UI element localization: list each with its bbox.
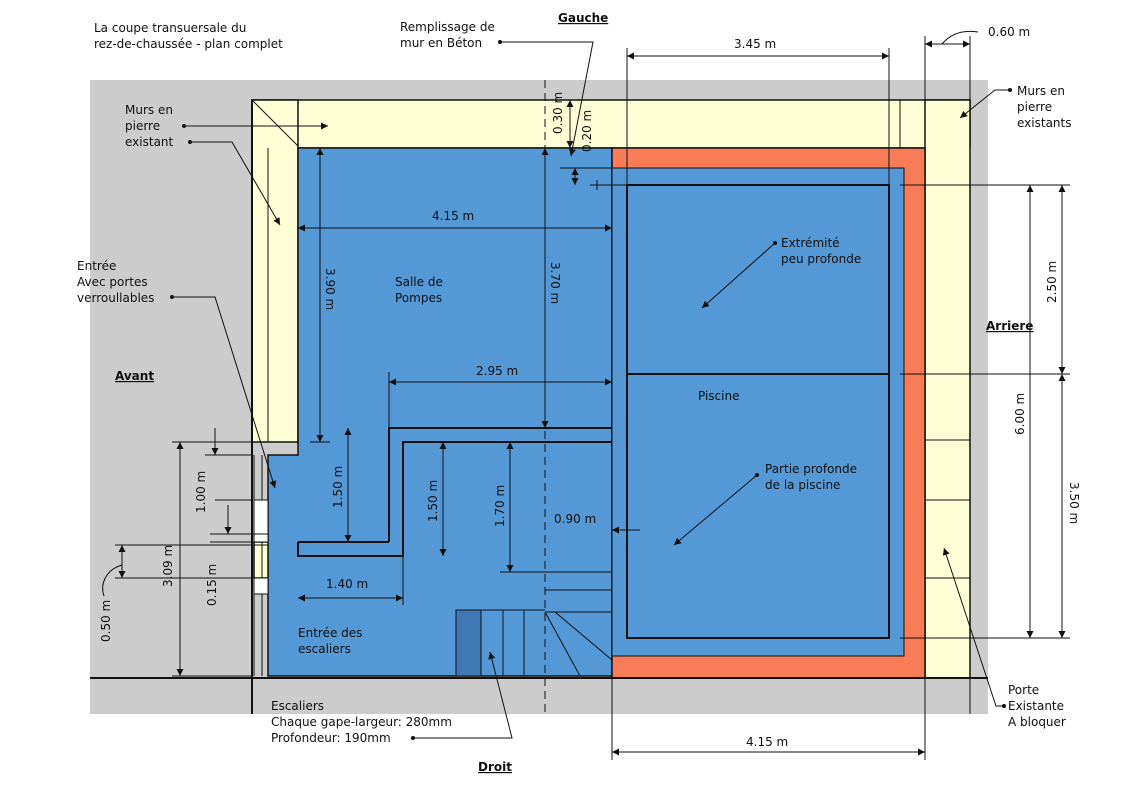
dim-inner-width: 2.95 m xyxy=(476,364,518,378)
dim-right-350: 3.50 m xyxy=(1067,482,1081,524)
door-frame xyxy=(253,499,269,543)
stair-treads xyxy=(456,589,613,677)
dim-top-width: 3.45 m xyxy=(734,37,776,51)
label-concrete-fill: Remplissage de mur en Béton xyxy=(400,20,499,50)
label-pool: Piscine xyxy=(698,389,739,403)
direction-back: Arriere xyxy=(986,319,1033,333)
title-line-2: rez-de-chaussée - plan complet xyxy=(94,37,283,51)
label-pump-room: Salle de Pompes xyxy=(395,275,447,305)
dimension-lines xyxy=(102,30,1070,760)
direction-right: Droit xyxy=(478,760,512,774)
pool-basin xyxy=(626,184,890,639)
label-stairs: Escaliers xyxy=(271,699,324,713)
label-shallow-end: Extrémité peu profonde xyxy=(781,236,861,266)
dim-wall-030: 0.30 m xyxy=(551,92,565,134)
label-stair-entry: Entrée des escaliers xyxy=(298,626,366,656)
dim-height-309: 3.09 m xyxy=(161,545,175,587)
direction-left: Gauche xyxy=(558,11,608,25)
dim-wall-020: 0.20 m xyxy=(580,110,594,152)
dim-mid-170: 1.70 m xyxy=(493,485,507,527)
plan-title: La coupe transuersale du rez-de-chaussée… xyxy=(94,21,283,51)
dim-left-150: 1.50 m xyxy=(331,466,345,508)
dim-pump-width: 4.15 m xyxy=(432,209,474,223)
dim-door-100: 1.00 m xyxy=(194,471,208,513)
dim-pump-height: 3.90 m xyxy=(323,268,337,310)
dim-right-600: 6.00 m xyxy=(1013,393,1027,435)
label-stone-walls-left: Murs en pierre existant xyxy=(125,103,177,149)
dim-center-height: 3.70 m xyxy=(548,262,562,304)
dim-width-050: 0.50 m xyxy=(99,600,113,642)
dim-door-015: 0.15 m xyxy=(205,564,219,606)
label-step-width: Chaque gape-largeur: 280mm xyxy=(271,715,452,729)
dim-bottom-width: 4.15 m xyxy=(746,735,788,749)
stone-walls xyxy=(251,99,971,679)
dim-width-140: 1.40 m xyxy=(326,577,368,591)
door-frame-lower xyxy=(253,577,269,595)
dim-right-250: 2.50 m xyxy=(1045,261,1059,303)
stair-first-tread xyxy=(455,609,482,677)
dim-mid-150: 1.50 m xyxy=(426,480,440,522)
label-entry-doors: Entrée Avec portes verroullables xyxy=(77,259,154,305)
direction-front: Avant xyxy=(115,369,154,383)
label-step-depth: Profondeur: 190mm xyxy=(271,731,391,745)
dim-top-wall: 0.60 m xyxy=(988,25,1030,39)
title-line-1: La coupe transuersale du xyxy=(94,21,246,35)
label-door-to-block: Porte Existante A bloquer xyxy=(1008,683,1068,729)
label-stone-walls-right: Murs en pierre existants xyxy=(1017,84,1071,130)
leader-lines xyxy=(170,40,1012,740)
dim-gap-090: 0.90 m xyxy=(554,512,596,526)
label-deep-end: Partie profonde de la piscine xyxy=(765,462,861,492)
